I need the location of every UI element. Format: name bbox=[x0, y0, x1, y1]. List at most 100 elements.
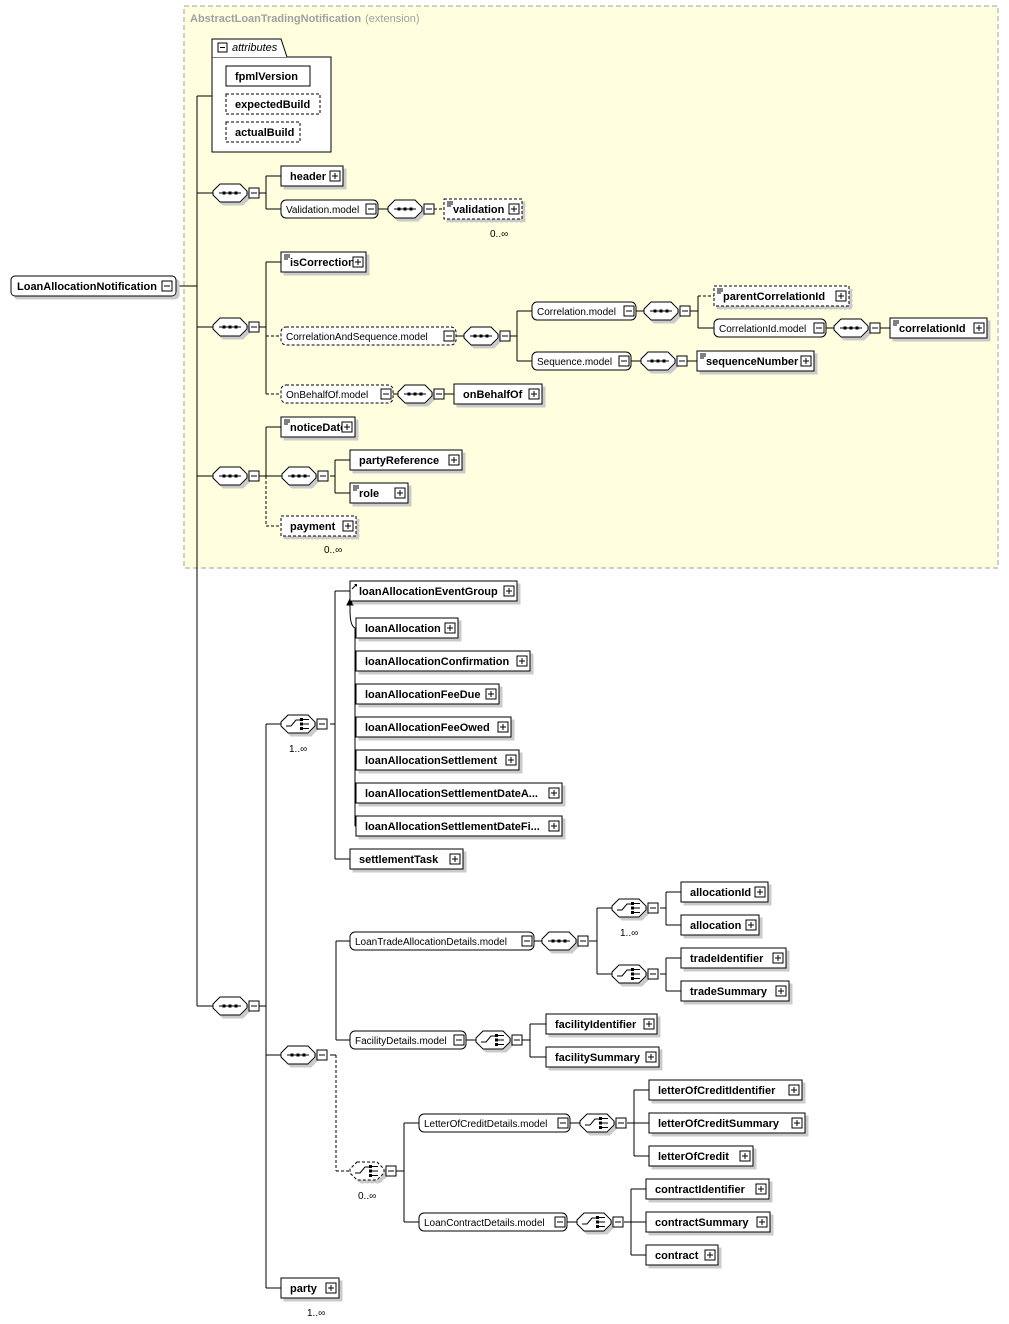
group-correlation-model[interactable] bbox=[531, 301, 637, 321]
element-letterOfCredit[interactable] bbox=[648, 1145, 754, 1167]
group-validation-model-label: Validation.model bbox=[286, 205, 359, 216]
element-loanAllocation-label: loanAllocation bbox=[365, 623, 441, 635]
element-facilityIdentifier[interactable] bbox=[545, 1013, 658, 1035]
svg-text:AbstractLoanTradingNotificatio: AbstractLoanTradingNotification (extensio… bbox=[190, 13, 420, 25]
attribute-fpmlVersion[interactable]: fpmlVersion bbox=[235, 71, 298, 83]
root-element[interactable] bbox=[10, 275, 177, 297]
group-letter-of-credit-details-model[interactable] bbox=[418, 1113, 571, 1133]
element-loanAllocationSettlementDateA[interactable] bbox=[355, 782, 563, 804]
group-loan-contract-details-model[interactable] bbox=[418, 1212, 568, 1232]
element-facilityIdentifier-label: facilityIdentifier bbox=[555, 1019, 637, 1031]
element-role[interactable] bbox=[349, 482, 409, 504]
element-header-label: header bbox=[290, 171, 327, 183]
element-noticeDate-label: noticeDate bbox=[290, 422, 346, 434]
group-sequence-model[interactable] bbox=[531, 351, 632, 371]
element-party-label: party bbox=[290, 1283, 318, 1295]
element-parentCorrelationId-label: parentCorrelationId bbox=[723, 291, 825, 303]
group-loan-trade-allocation-details-model[interactable] bbox=[349, 931, 535, 951]
element-letterOfCreditIdentifier[interactable] bbox=[648, 1079, 803, 1101]
element-payment-label: payment bbox=[290, 521, 336, 533]
attribute-actualBuild[interactable]: actualBuild bbox=[235, 127, 294, 139]
choice-contract[interactable] bbox=[576, 1212, 612, 1232]
element-loanAllocation[interactable] bbox=[355, 617, 459, 639]
element-allocationId-label: allocationId bbox=[690, 887, 751, 899]
element-loanAllocationConfirmation[interactable] bbox=[355, 650, 531, 672]
element-settlementTask[interactable] bbox=[349, 848, 464, 870]
element-letterOfCreditIdentifier-label: letterOfCreditIdentifier bbox=[658, 1085, 776, 1097]
extension-suffix: (extension) bbox=[365, 13, 419, 25]
element-correlationId[interactable] bbox=[889, 317, 988, 339]
element-loanAllocationFeeOwed[interactable] bbox=[355, 716, 512, 738]
element-loanAllocationEventGroup-label: loanAllocationEventGroup bbox=[359, 586, 498, 598]
element-onBehalfOf-label: onBehalfOf bbox=[463, 389, 523, 401]
element-contractSummary[interactable] bbox=[645, 1211, 771, 1233]
element-allocationId[interactable] bbox=[680, 881, 769, 903]
element-letterOfCredit-label: letterOfCredit bbox=[658, 1151, 729, 1163]
group-facility-details-model[interactable] bbox=[349, 1030, 467, 1050]
element-facilitySummary-label: facilitySummary bbox=[555, 1052, 641, 1064]
choice-event[interactable] bbox=[280, 714, 316, 734]
element-header[interactable] bbox=[280, 165, 344, 187]
group-validation-model[interactable] bbox=[280, 199, 379, 219]
element-contract[interactable] bbox=[645, 1244, 719, 1266]
cardinality-allocation-choice: 1..∞ bbox=[620, 928, 638, 939]
element-letterOfCreditSummary[interactable] bbox=[648, 1112, 806, 1134]
element-allocation-label: allocation bbox=[690, 920, 742, 932]
element-loanAllocationSettlementDateFi[interactable] bbox=[355, 815, 563, 837]
element-role-label: role bbox=[359, 488, 379, 500]
element-contract-label: contract bbox=[655, 1250, 699, 1262]
element-loanAllocationFeeOwed-label: loanAllocationFeeOwed bbox=[365, 722, 490, 734]
element-loanAllocationSettlement-label: loanAllocationSettlement bbox=[365, 755, 497, 767]
choice-credit-or-contract[interactable] bbox=[349, 1161, 385, 1181]
element-contractIdentifier-label: contractIdentifier bbox=[655, 1184, 746, 1196]
group-correlationid-model[interactable] bbox=[713, 318, 827, 338]
element-loanAllocationEventGroup[interactable] bbox=[349, 580, 518, 602]
element-parentCorrelationId[interactable] bbox=[713, 285, 850, 307]
element-loanAllocationSettlementDateFi-label: loanAllocationSettlementDateFi... bbox=[365, 821, 540, 833]
element-loanAllocationConfirmation-label: loanAllocationConfirmation bbox=[365, 656, 510, 668]
element-settlementTask-label: settlementTask bbox=[359, 854, 439, 866]
group-correlation-model-label: Correlation.model bbox=[537, 307, 616, 318]
choice-trade[interactable] bbox=[611, 964, 647, 984]
element-tradeSummary[interactable] bbox=[680, 980, 790, 1002]
attributes-group: attributes fpmlVersion expectedBuild act… bbox=[211, 38, 332, 153]
element-payment[interactable] bbox=[280, 515, 357, 537]
attribute-expectedBuild[interactable]: expectedBuild bbox=[235, 99, 310, 111]
cardinality-party: 1..∞ bbox=[307, 1308, 325, 1319]
extension-name: AbstractLoanTradingNotification bbox=[190, 13, 361, 25]
group-loan-contract-details-model-label: LoanContractDetails.model bbox=[424, 1218, 545, 1229]
element-onBehalfOf[interactable] bbox=[453, 383, 543, 405]
element-partyReference[interactable] bbox=[349, 449, 463, 471]
element-facilitySummary[interactable] bbox=[545, 1046, 660, 1068]
element-contractIdentifier[interactable] bbox=[645, 1178, 770, 1200]
group-correlation-and-sequence-model[interactable] bbox=[280, 326, 457, 346]
choice-letter-of-credit[interactable] bbox=[579, 1113, 615, 1133]
root-element-label: LoanAllocationNotification bbox=[17, 281, 157, 293]
element-tradeIdentifier[interactable] bbox=[680, 947, 787, 969]
group-letter-of-credit-details-model-label: LetterOfCreditDetails.model bbox=[424, 1119, 547, 1130]
element-sequenceNumber[interactable] bbox=[696, 350, 815, 372]
element-tradeIdentifier-label: tradeIdentifier bbox=[690, 953, 764, 965]
group-sequence-model-label: Sequence.model bbox=[537, 357, 612, 368]
element-isCorrection-label: isCorrection bbox=[290, 257, 355, 269]
element-letterOfCreditSummary-label: letterOfCreditSummary bbox=[658, 1118, 780, 1130]
element-loanAllocationFeeDue-label: loanAllocationFeeDue bbox=[365, 689, 481, 701]
element-loanAllocationSettlementDateA-label: loanAllocationSettlementDateA... bbox=[365, 788, 538, 800]
cardinality-validation: 0..∞ bbox=[490, 229, 508, 240]
element-noticeDate[interactable] bbox=[280, 416, 356, 438]
element-party[interactable] bbox=[280, 1277, 340, 1299]
element-tradeSummary-label: tradeSummary bbox=[690, 986, 768, 998]
group-loan-trade-allocation-details-model-label: LoanTradeAllocationDetails.model bbox=[355, 937, 507, 948]
group-correlation-and-sequence-model-label: CorrelationAndSequence.model bbox=[286, 332, 428, 343]
group-onbehalfof-model[interactable] bbox=[280, 384, 394, 404]
choice-allocation[interactable] bbox=[611, 898, 647, 918]
element-validation[interactable] bbox=[443, 198, 523, 220]
cardinality-credit-choice: 0..∞ bbox=[358, 1191, 376, 1202]
element-allocation[interactable] bbox=[680, 914, 760, 936]
element-loanAllocationFeeDue[interactable] bbox=[355, 683, 500, 705]
element-partyReference-label: partyReference bbox=[359, 455, 439, 467]
element-loanAllocationSettlement[interactable] bbox=[355, 749, 520, 771]
choice-facility[interactable] bbox=[475, 1030, 511, 1050]
element-isCorrection[interactable] bbox=[280, 251, 367, 273]
